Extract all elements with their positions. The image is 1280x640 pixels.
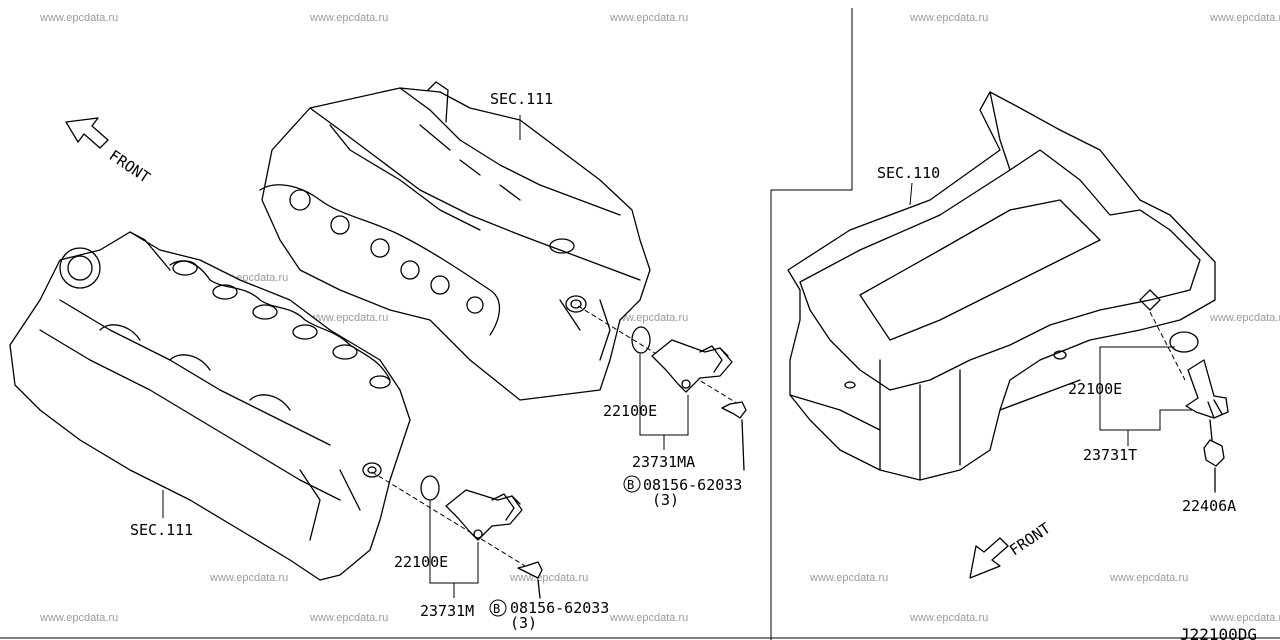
oil-pan — [787, 91, 1216, 481]
watermark: www.epcdata.ru — [39, 612, 118, 624]
oring-icon — [1169, 331, 1199, 353]
part-label: 23731MA — [632, 453, 695, 471]
part-label: 22100E — [394, 553, 448, 571]
watermark: www.epcdata.ru — [209, 572, 288, 584]
bolt-symbol: B — [627, 478, 634, 492]
front-label-right: FRONT — [1006, 519, 1054, 559]
sensor-group-lower — [371, 471, 543, 599]
part-label: 23731T — [1083, 446, 1137, 464]
front-arrow-left: FRONT — [65, 117, 154, 187]
front-arrow-right: FRONT — [969, 519, 1054, 579]
bolt-symbol: B — [493, 602, 500, 616]
watermark: www.epcdata.ru — [39, 12, 118, 24]
diagram-code: J22100DG — [1180, 625, 1257, 640]
part-label: 22100E — [603, 402, 657, 420]
bolt-icon — [1203, 439, 1225, 467]
watermark: www.epcdata.ru — [609, 12, 688, 24]
part-quantity: (3) — [652, 491, 679, 509]
crank-position-sensor-icon — [1185, 359, 1229, 419]
watermark: www.epcdata.ru — [309, 12, 388, 24]
sensor-group-right — [1099, 311, 1229, 493]
sensor-group-upper — [577, 305, 747, 471]
leader — [909, 182, 913, 206]
cylinder-head-lower — [9, 231, 411, 581]
part-quantity: (3) — [510, 614, 537, 632]
watermark: www.epcdata.ru — [309, 312, 388, 324]
section-label-oil-pan: SEC.110 — [877, 164, 940, 182]
watermark: www.epcdata.ru — [809, 572, 888, 584]
watermark: www.epcdata.ru — [1209, 612, 1280, 624]
cylinder-head-upper — [259, 81, 651, 401]
oring-icon — [631, 326, 651, 354]
watermark: www.epcdata.ru — [909, 12, 988, 24]
part-label: 22100E — [1068, 380, 1122, 398]
part-label: 22406A — [1182, 497, 1236, 515]
watermark: www.epcdata.ru — [309, 612, 388, 624]
watermark: www.epcdata.ru — [1209, 312, 1280, 324]
watermark: www.epcdata.ru — [1209, 12, 1280, 24]
watermark: www.epcdata.ru — [609, 612, 688, 624]
watermark: www.epcdata.ru — [509, 572, 588, 584]
watermark: www.epcdata.ru — [909, 612, 988, 624]
front-label-left: FRONT — [106, 146, 154, 186]
section-label-upper: SEC.111 — [490, 90, 553, 108]
oring-icon — [420, 475, 440, 501]
bolt-icon — [517, 561, 543, 579]
bolt-symbol-icon — [623, 475, 641, 493]
part-label: 23731M — [420, 602, 474, 620]
cam-position-sensor-icon — [651, 339, 733, 393]
watermark: www.epcdata.ru — [609, 312, 688, 324]
bolt-symbol-icon — [489, 599, 507, 617]
cam-position-sensor-icon — [445, 489, 523, 541]
part-label: 08156-62033 — [643, 476, 742, 494]
section-label-lower: SEC.111 — [130, 521, 193, 539]
part-label: 08156-62033 — [510, 599, 609, 617]
bolt-callout-upper: B 08156-62033 (3) — [623, 475, 742, 509]
bolt-callout-lower: B 08156-62033 (3) — [489, 599, 609, 632]
watermark: www.epcdata.ru — [1109, 572, 1188, 584]
separator — [0, 8, 1280, 640]
bolt-icon — [721, 401, 747, 419]
